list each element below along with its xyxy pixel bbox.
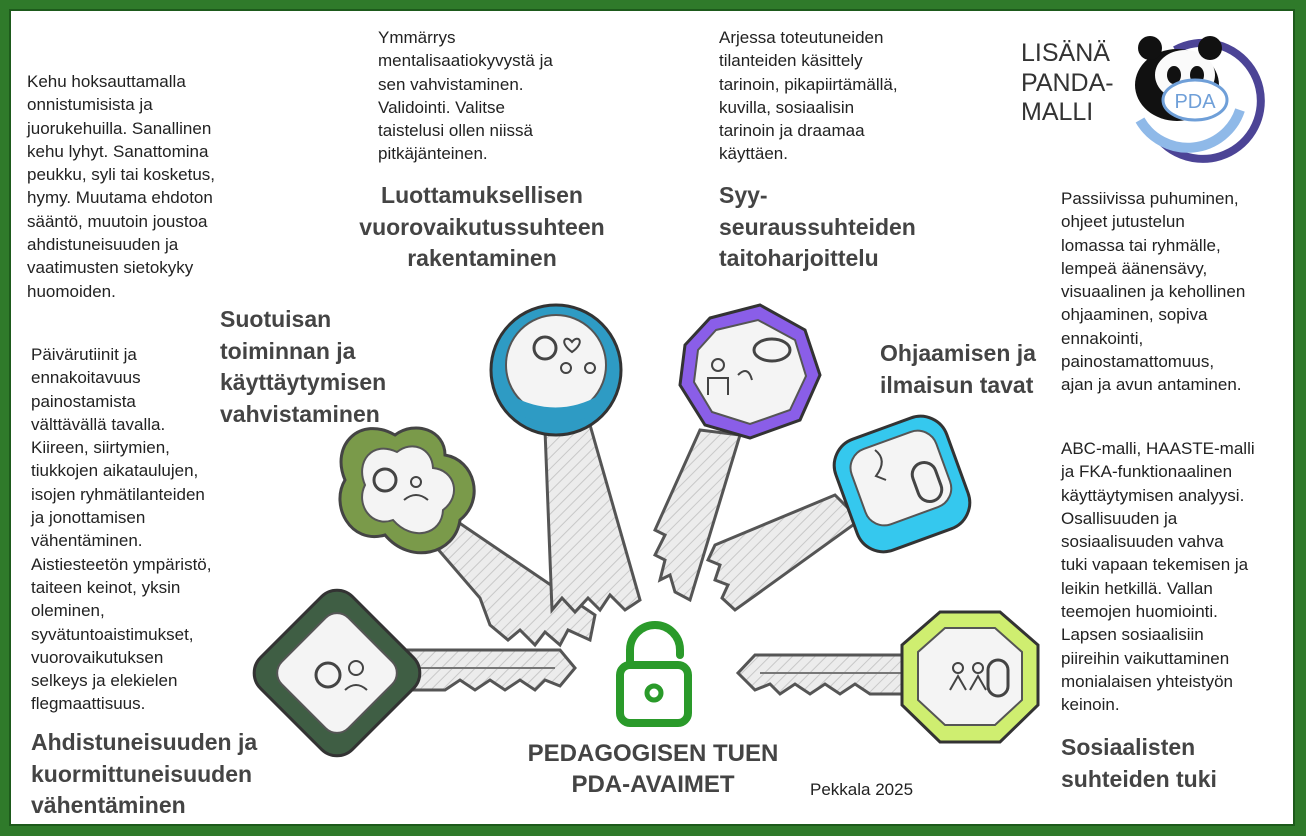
main-title: PEDAGOGISEN TUEN PDA-AVAIMET <box>527 740 779 798</box>
key-dark-green <box>252 588 577 758</box>
sosiaalisten-text: ABC-malli, HAASTE-malli ja FKA-funktiona… <box>1061 439 1255 715</box>
speaking-face-icon <box>874 449 887 481</box>
ahdistuneisuuden-heading: Ahdistuneisuuden ja kuormittuneisuuden v… <box>31 729 258 818</box>
syy-heading: Syy- seuraussuhteiden taitoharjoittelu <box>719 182 916 271</box>
logo-line: MALLI <box>1021 98 1094 126</box>
key-lime <box>735 610 1040 744</box>
ahdistuneisuuden-text: Päivärutiinit ja ennakoitavuus painostam… <box>31 345 212 714</box>
open-padlock-icon <box>616 621 692 727</box>
heart-icon <box>563 337 581 354</box>
logo-text: LISÄNÄ PANDA- MALLI <box>1021 39 1114 128</box>
credit: Pekkala 2025 <box>810 780 914 799</box>
logo-line: PANDA- <box>1021 68 1114 97</box>
ohjaamisen-text: Passiivissa puhuminen, ohjeet jutustelun… <box>1061 189 1246 395</box>
rakentaminen-text: Ymmärrys mentalisaatiokyvystä ja sen vah… <box>378 28 553 164</box>
key-olive <box>338 426 597 648</box>
caring-hands-icon <box>410 476 422 488</box>
sosiaalisten-heading: Sosiaalisten suhteiden tuki <box>1061 734 1217 792</box>
key-cyan <box>705 414 972 612</box>
rakentaminen-heading: Luottamuksellisen vuorovaikutussuhteen r… <box>359 182 605 271</box>
two-people-icon <box>952 662 964 674</box>
key-purple <box>652 303 822 603</box>
suotuisan-heading: Suotuisan toiminnan ja käyttäytymisen va… <box>220 306 387 427</box>
person-icon <box>711 358 725 372</box>
logo-line: LISÄNÄ <box>1021 39 1110 67</box>
panda-logo: PDA <box>1135 36 1265 163</box>
suotuisan-text: Kehu hoksauttamalla onnistumisista ja ju… <box>27 72 216 301</box>
pda-badge-text: PDA <box>1174 91 1216 113</box>
ohjaamisen-heading: Ohjaamisen ja ilmaisun tavat <box>880 340 1036 398</box>
syy-text: Arjessa toteutuneiden tilanteiden käsitt… <box>719 28 898 164</box>
stressed-face-icon <box>348 660 364 676</box>
key-teal-blue <box>489 303 642 615</box>
